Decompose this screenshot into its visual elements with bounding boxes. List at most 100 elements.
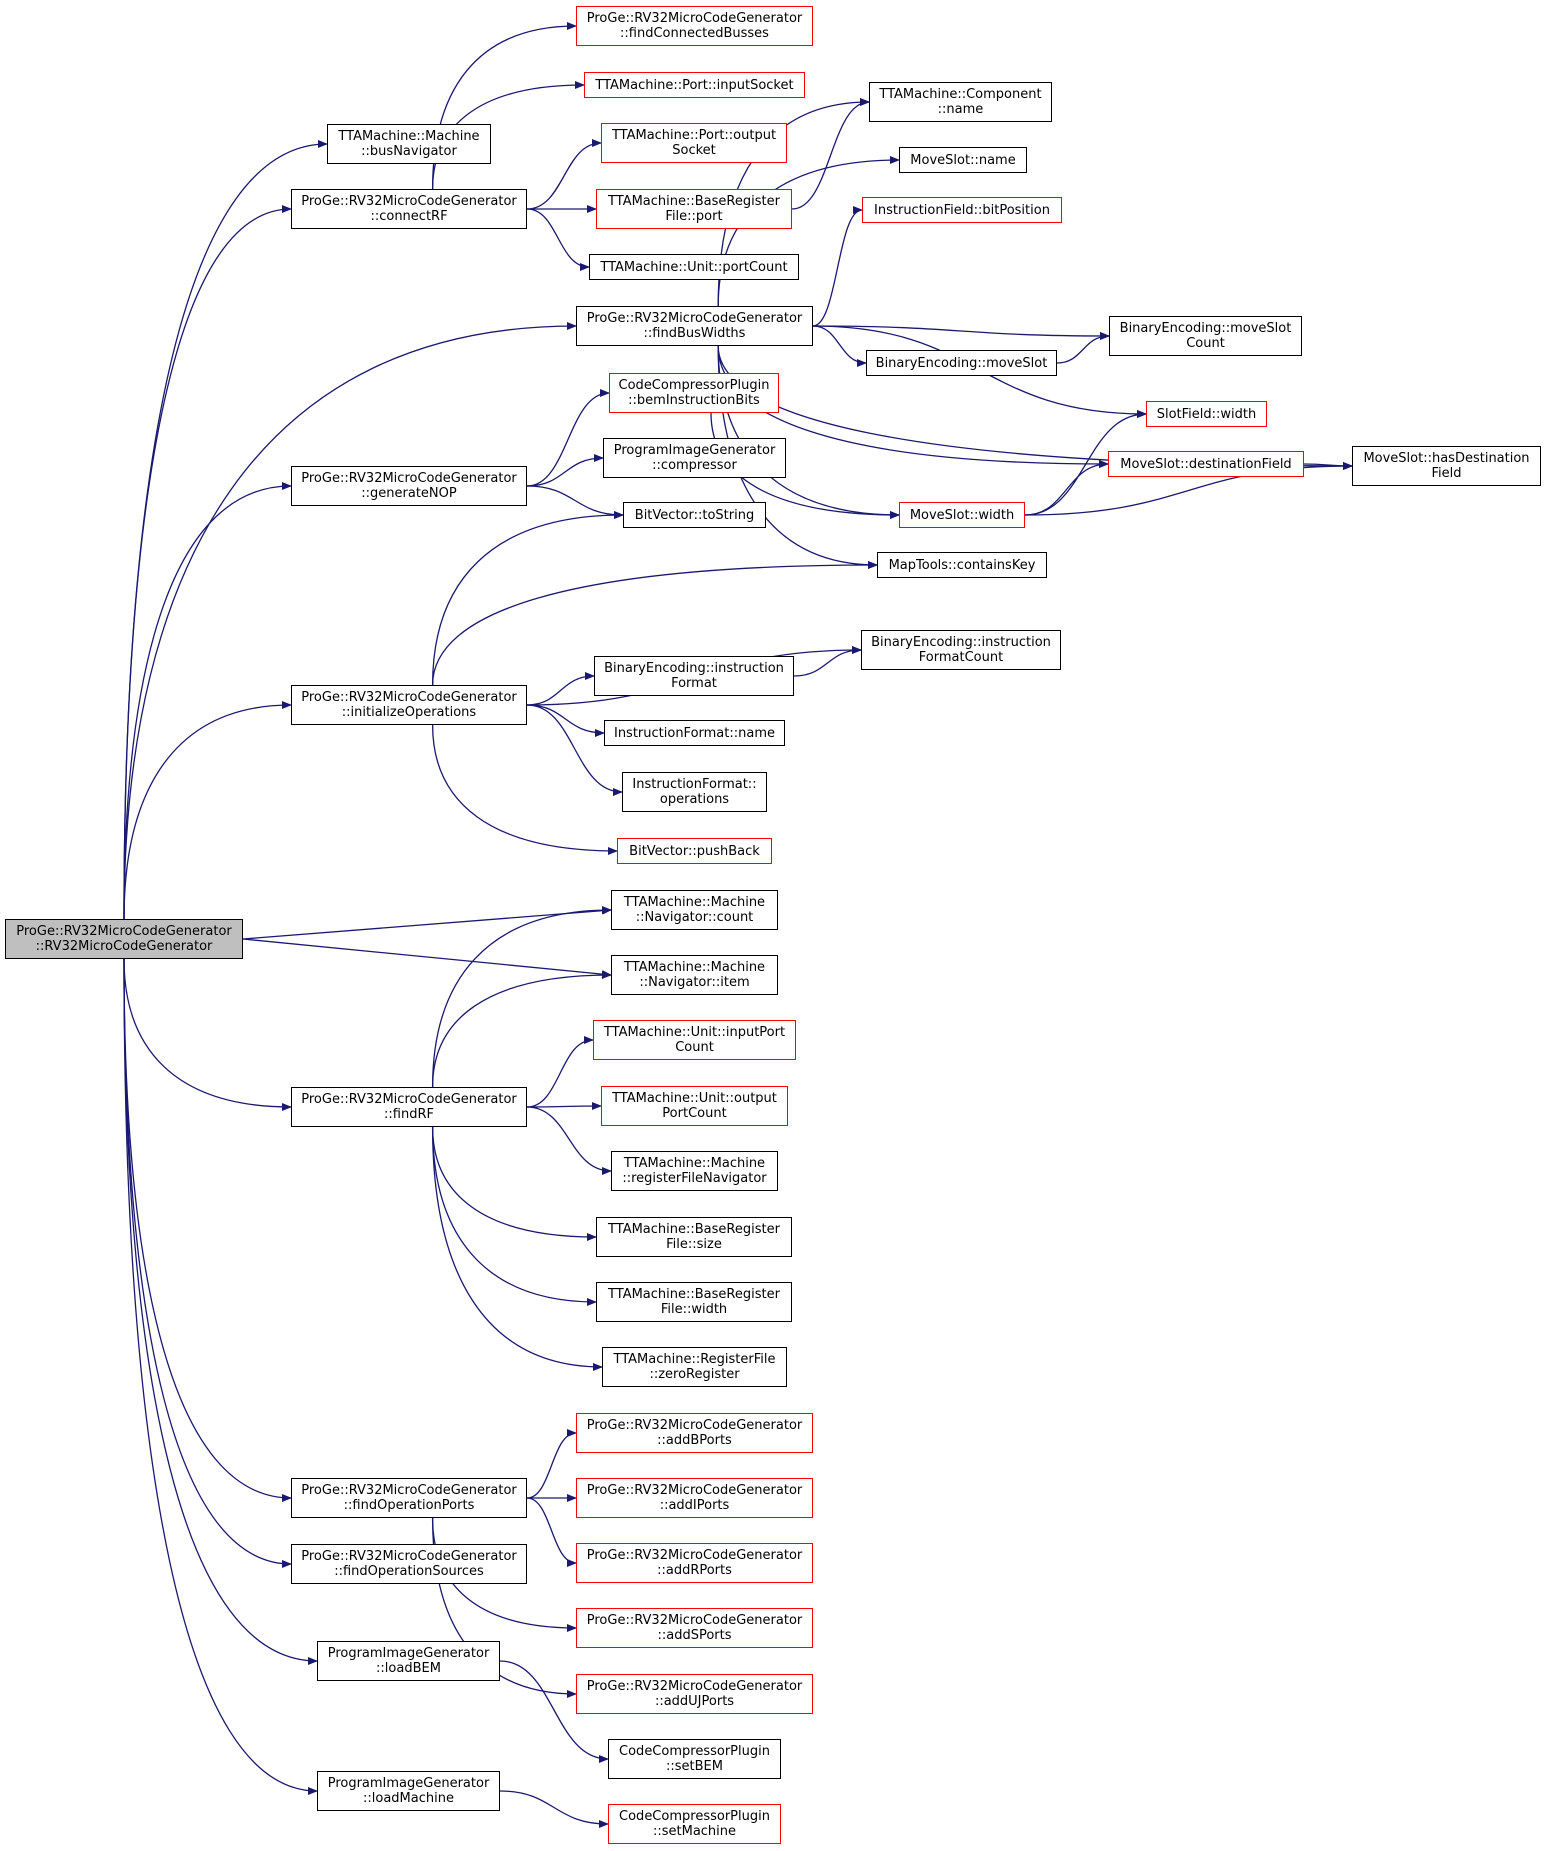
edge-generateNOP-to-toString: [526, 485, 624, 519]
edge-connectRF-to-findConnectedBusses: [431, 22, 577, 190]
node-contains-key[interactable]: MapTools::containsKey: [877, 552, 1047, 578]
node-bem-bits[interactable]: CodeCompressorPlugin::bemInstructionBits: [609, 373, 779, 413]
node-label-line: ::addUJPorts: [654, 1694, 735, 1709]
edge-findOpPorts-to-addSPorts: [431, 1517, 577, 1632]
node-label-line: ::Navigator::count: [635, 910, 754, 925]
edge-findRF-to-zeroRegister: [431, 1126, 603, 1371]
node-label-line: ::findConnectedBusses: [620, 26, 769, 41]
node-zero-register[interactable]: TTAMachine::RegisterFile::zeroRegister: [602, 1347, 787, 1387]
node-add-u-j-ports[interactable]: ProGe::RV32MicroCodeGenerator::addUJPort…: [576, 1674, 813, 1714]
node-label-line: ProGe::RV32MicroCodeGenerator: [301, 1092, 517, 1107]
edge-generateNOP-to-compressor: [526, 454, 604, 487]
node-to-string[interactable]: BitVector::toString: [623, 502, 766, 528]
node-set-b-e-m[interactable]: CodeCompressorPlugin::setBEM: [608, 1739, 781, 1779]
node-label-line: TTAMachine::BaseRegister: [608, 1222, 780, 1237]
edge-findOpPorts-to-addRPorts: [526, 1497, 577, 1567]
node-label-line: InstructionFormat::: [632, 777, 757, 792]
edge-root-to-initOps: [123, 701, 292, 920]
node-find-connected-busses[interactable]: ProGe::RV32MicroCodeGenerator::findConne…: [576, 6, 813, 46]
node-label-line: TTAMachine::BaseRegister: [608, 194, 780, 209]
node-label-line: ProGe::RV32MicroCodeGenerator: [586, 1679, 803, 1694]
edge-root-to-findRF: [123, 958, 292, 1111]
edge-brfPort-to-componentName: [791, 98, 870, 210]
node-label-line: ::loadBEM: [376, 1661, 441, 1676]
node-add-r-ports[interactable]: ProGe::RV32MicroCodeGenerator::addRPorts: [576, 1543, 813, 1583]
node-label-line: BinaryEncoding::moveSlot: [875, 355, 1048, 371]
node-label-line: ProgramImageGenerator: [613, 443, 776, 458]
edge-findRF-to-brfWidth: [431, 1126, 597, 1306]
node-compressor[interactable]: ProgramImageGenerator::compressor: [603, 438, 786, 478]
node-move-slot-width[interactable]: MoveSlot::width: [899, 502, 1025, 528]
node-label-line: ProGe::RV32MicroCodeGenerator: [16, 924, 232, 939]
node-be-move-slot[interactable]: BinaryEncoding::moveSlot: [866, 350, 1057, 376]
node-label-line: Socket: [672, 143, 716, 158]
node-label-line: File::port: [665, 209, 723, 224]
node-label-line: Field: [1431, 466, 1462, 481]
node-if-ops[interactable]: InstructionFormat::operations: [622, 772, 767, 812]
node-nav-count[interactable]: TTAMachine::Machine::Navigator::count: [611, 890, 778, 930]
node-add-s-ports[interactable]: ProGe::RV32MicroCodeGenerator::addSPorts: [576, 1608, 813, 1648]
node-push-back[interactable]: BitVector::pushBack: [617, 838, 772, 864]
edge-findRF-to-navCount: [431, 906, 612, 1088]
node-label-line: TTAMachine::Machine: [623, 895, 766, 910]
node-label-line: ProGe::RV32MicroCodeGenerator: [301, 690, 517, 705]
node-label-line: ::connectRF: [370, 209, 448, 224]
node-label-line: TTAMachine::Machine: [623, 960, 766, 975]
node-input-socket[interactable]: TTAMachine::Port::inputSocket: [584, 72, 805, 98]
node-dest-field[interactable]: MoveSlot::destinationField: [1108, 451, 1304, 477]
node-load-b-e-m[interactable]: ProgramImageGenerator::loadBEM: [317, 1641, 500, 1681]
node-bit-position[interactable]: InstructionField::bitPosition: [862, 197, 1062, 223]
edge-initOps-to-beInstrFormat: [526, 672, 595, 706]
node-move-slot-name[interactable]: MoveSlot::name: [899, 147, 1027, 173]
node-label-line: Format: [671, 676, 717, 691]
node-label-line: ProGe::RV32MicroCodeGenerator: [586, 1483, 803, 1498]
node-label-line: File::width: [660, 1302, 728, 1317]
node-nav-item[interactable]: TTAMachine::Machine::Navigator::item: [611, 955, 778, 995]
node-label-line: TTAMachine::Port::output: [611, 128, 777, 143]
node-find-op-ports[interactable]: ProGe::RV32MicroCodeGenerator::findOpera…: [291, 1478, 527, 1518]
node-label-line: TTAMachine::BaseRegister: [608, 1287, 780, 1302]
node-label-line: MoveSlot::width: [909, 507, 1015, 523]
edge-root-to-connectRF: [123, 205, 292, 920]
node-label-line: ::findOperationSources: [334, 1564, 484, 1579]
node-label-line: TTAMachine::Unit::inputPort: [603, 1025, 786, 1040]
node-generate-n-o-p[interactable]: ProGe::RV32MicroCodeGenerator::generateN…: [291, 466, 527, 506]
edge-initOps-to-pushBack: [431, 724, 618, 855]
edge-root-to-findBusWidths: [123, 322, 577, 920]
node-find-bus-widths[interactable]: ProGe::RV32MicroCodeGenerator::findBusWi…: [576, 306, 813, 346]
node-label-line: ::initializeOperations: [341, 705, 477, 720]
node-find-r-f[interactable]: ProGe::RV32MicroCodeGenerator::findRF: [291, 1087, 527, 1127]
node-component-name[interactable]: TTAMachine::Component::name: [869, 82, 1052, 122]
node-init-ops[interactable]: ProGe::RV32MicroCodeGenerator::initializ…: [291, 685, 527, 725]
node-label-line: ProGe::RV32MicroCodeGenerator: [301, 1549, 517, 1564]
node-root[interactable]: ProGe::RV32MicroCodeGenerator::RV32Micro…: [5, 919, 243, 959]
node-load-machine[interactable]: ProgramImageGenerator::loadMachine: [317, 1771, 500, 1811]
node-add-b-ports[interactable]: ProGe::RV32MicroCodeGenerator::addBPorts: [576, 1413, 813, 1453]
node-unit-port-count[interactable]: TTAMachine::Unit::portCount: [589, 254, 799, 280]
node-connect-r-f[interactable]: ProGe::RV32MicroCodeGenerator::connectRF: [291, 189, 527, 229]
node-slot-field-width[interactable]: SlotField::width: [1146, 401, 1267, 427]
node-label-line: SlotField::width: [1156, 406, 1257, 422]
node-label-line: ProGe::RV32MicroCodeGenerator: [586, 11, 803, 26]
edge-root-to-generateNOP: [123, 482, 292, 920]
node-label-line: ProGe::RV32MicroCodeGenerator: [586, 1613, 803, 1628]
node-bus-navigator[interactable]: TTAMachine::Machine::busNavigator: [327, 124, 491, 164]
edge-findRF-to-rfNavigator: [526, 1106, 612, 1175]
node-label-line: ::addRPorts: [657, 1563, 732, 1578]
node-label-line: FormatCount: [918, 650, 1004, 665]
node-set-machine[interactable]: CodeCompressorPlugin::setMachine: [608, 1804, 781, 1844]
node-rf-navigator[interactable]: TTAMachine::Machine::registerFileNavigat…: [611, 1151, 778, 1191]
node-if-name[interactable]: InstructionFormat::name: [604, 720, 785, 746]
node-add-i-ports[interactable]: ProGe::RV32MicroCodeGenerator::addIPorts: [576, 1478, 813, 1518]
node-find-op-sources[interactable]: ProGe::RV32MicroCodeGenerator::findOpera…: [291, 1544, 527, 1584]
